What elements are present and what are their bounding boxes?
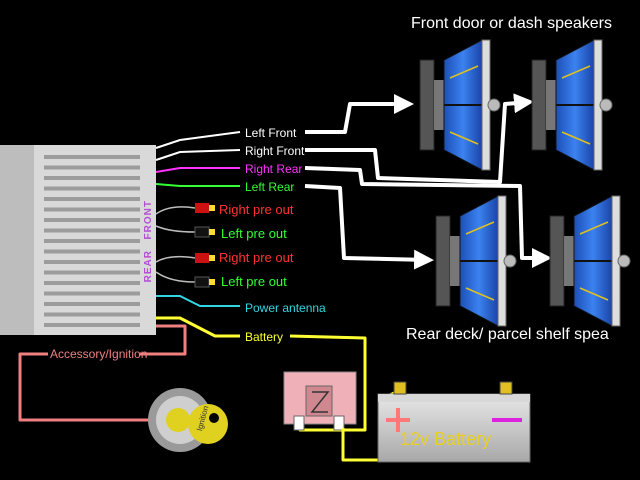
wire-label-right-rear: Right Rear bbox=[245, 162, 303, 176]
wire-right-rear bbox=[155, 167, 240, 173]
wire-right-front bbox=[155, 149, 241, 161]
pre-out-label: Right pre out bbox=[219, 202, 294, 217]
ignition-key bbox=[188, 404, 228, 444]
speaker bbox=[549, 195, 631, 327]
pre-out-label: Left pre out bbox=[221, 274, 287, 289]
vent-slot bbox=[44, 165, 140, 170]
wire-left-rear bbox=[155, 183, 240, 187]
speaker-runs bbox=[304, 93, 552, 270]
vent-slot bbox=[44, 197, 140, 201]
run-right-rear bbox=[304, 166, 552, 268]
rca-plugs bbox=[194, 203, 215, 288]
wire-label-battery: Battery bbox=[245, 330, 284, 344]
pre-out-leads bbox=[155, 206, 196, 283]
car-battery bbox=[377, 381, 531, 463]
vent-slot bbox=[44, 270, 140, 275]
front-tag: FRONT bbox=[143, 200, 154, 240]
rca-plug-red bbox=[195, 203, 209, 213]
pre-out-label: Right pre out bbox=[219, 250, 294, 265]
vent-slot bbox=[44, 155, 140, 159]
ignition-switch bbox=[148, 388, 228, 452]
speaker bbox=[435, 195, 517, 327]
rca-plug-black bbox=[194, 226, 210, 238]
vent-slot bbox=[44, 218, 140, 222]
vent-slot bbox=[44, 176, 140, 180]
speaker bbox=[531, 39, 613, 171]
vent-slot bbox=[44, 249, 140, 254]
vent-slot bbox=[44, 312, 140, 317]
battery-positive-terminal bbox=[393, 381, 407, 395]
vent-slot bbox=[44, 186, 140, 191]
run-left-rear bbox=[304, 184, 434, 270]
head-unit-side bbox=[0, 145, 34, 335]
vent-slot bbox=[44, 291, 140, 296]
front-speakers-heading: Front door or dash speakers bbox=[411, 15, 612, 32]
speaker-wires bbox=[155, 131, 241, 187]
wire-label-power-antenna: Power antenna bbox=[245, 301, 326, 315]
run-right-front bbox=[305, 93, 534, 184]
speakers bbox=[419, 39, 631, 327]
vent-slot bbox=[44, 207, 140, 212]
rear-speakers-heading: Rear deck/ parcel shelf spea bbox=[406, 326, 609, 343]
rear-tag: REAR bbox=[143, 250, 154, 283]
wire-accessory bbox=[18, 324, 187, 422]
head-unit-vents bbox=[44, 155, 140, 327]
inline-fuse bbox=[283, 371, 357, 431]
wire-label-left-front: Left Front bbox=[245, 126, 297, 140]
vent-slot bbox=[44, 323, 140, 327]
battery-body bbox=[377, 393, 531, 463]
pre-out-label: Left pre out bbox=[221, 226, 287, 241]
vent-slot bbox=[44, 302, 140, 306]
battery-label: 12v Battery bbox=[400, 429, 492, 449]
vent-slot bbox=[44, 260, 140, 264]
wire-left-front bbox=[155, 131, 241, 149]
wire-label-right-front: Right Front bbox=[245, 144, 305, 158]
wire-power-antenna bbox=[156, 295, 240, 307]
speaker bbox=[419, 39, 501, 171]
wire-label-left-rear: Left Rear bbox=[245, 180, 295, 194]
vent-slot bbox=[44, 281, 140, 285]
vent-slot bbox=[44, 228, 140, 233]
battery-negative-terminal bbox=[499, 381, 513, 395]
rca-plug-red bbox=[195, 253, 209, 263]
run-left-front bbox=[305, 94, 414, 134]
rca-plug-black bbox=[194, 276, 210, 288]
vent-slot bbox=[44, 239, 140, 243]
head-unit bbox=[0, 145, 156, 335]
wire-label-accessory: Accessory/Ignition bbox=[50, 347, 148, 361]
